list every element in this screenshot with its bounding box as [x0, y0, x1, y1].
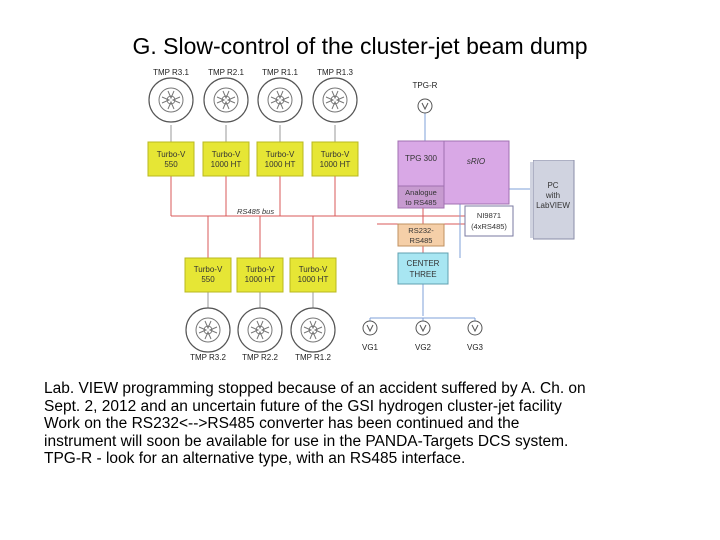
analogue-box — [397, 185, 445, 209]
pump-icon — [203, 77, 249, 123]
bottom-controllers — [184, 257, 337, 293]
slide-title: G. Slow-control of the cluster-jet beam … — [132, 33, 588, 59]
body-line: TPG-R - look for an alternative type, wi… — [44, 450, 466, 467]
analogue-label: Analogue — [405, 188, 437, 197]
controller-label: Turbo-V — [157, 150, 186, 159]
pc-label: LabVIEW — [536, 201, 570, 210]
ni9871-label: (4xRS485) — [471, 222, 507, 231]
pump-label: TMP R1.3 — [317, 68, 353, 77]
controller-box — [311, 141, 359, 177]
controller-box — [202, 141, 250, 177]
controller-box — [236, 257, 284, 293]
center-three-label: CENTER — [407, 259, 440, 268]
rs232-label: RS485 — [410, 236, 433, 245]
controller-label: 1000 HT — [211, 160, 242, 169]
pc-box-edge — [530, 162, 534, 238]
controller-label: Turbo-V — [299, 265, 328, 274]
controller-label: 1000 HT — [265, 160, 296, 169]
controller-label: 1000 HT — [320, 160, 351, 169]
gauge-label: VG3 — [467, 343, 484, 352]
pump-label: TMP R3.1 — [153, 68, 189, 77]
pump-icon — [237, 307, 283, 353]
controller-label: 550 — [201, 275, 215, 284]
analogue-label: to RS485 — [405, 198, 436, 207]
body-line: Lab. VIEW programming stopped because of… — [44, 380, 586, 397]
controller-label: Turbo-V — [246, 265, 275, 274]
pump-label: TMP R2.1 — [208, 68, 244, 77]
pump-icon — [148, 77, 194, 123]
body-line: Sept. 2, 2012 and an uncertain future of… — [44, 397, 562, 415]
pump-label: TMP R1.2 — [295, 353, 331, 362]
pump-label: TMP R2.2 — [242, 353, 278, 362]
gauge-icon — [467, 320, 483, 336]
controller-box — [256, 141, 304, 177]
tpg-r-label: TPG-R — [413, 81, 438, 90]
controller-label: 1000 HT — [245, 275, 276, 284]
pc-label: PC — [547, 181, 558, 190]
pump-icon — [257, 77, 303, 123]
rs232-box — [397, 223, 445, 247]
tpg300-label: TPG 300 — [405, 154, 438, 163]
controller-label: 1000 HT — [298, 275, 329, 284]
pump-icon — [312, 77, 358, 123]
ni9871-box — [464, 205, 514, 237]
tpg300-box — [397, 140, 445, 187]
gauge-icon — [415, 320, 431, 336]
gauge-label: VG1 — [362, 343, 379, 352]
center-three-label: THREE — [409, 270, 436, 279]
gauge-label: VG2 — [415, 343, 432, 352]
pc-labview-box: PC with LabVIEW — [533, 160, 575, 240]
gauge-icon — [417, 98, 433, 114]
pump-connectors — [170, 125, 336, 310]
pc-label: with — [545, 191, 560, 200]
body-line: instrument will soon be available for us… — [44, 432, 569, 450]
controller-box — [289, 257, 337, 293]
controller-label: Turbo-V — [321, 150, 350, 159]
pump-label: TMP R1.1 — [262, 68, 298, 77]
ni9871-label: NI9871 — [477, 211, 501, 220]
pump-icon — [290, 307, 336, 353]
controller-label: Turbo-V — [194, 265, 223, 274]
rs232-label: RS232- — [408, 226, 434, 235]
bus-label: RS485 bus — [237, 207, 274, 216]
controller-label: Turbo-V — [266, 150, 295, 159]
top-pumps — [148, 77, 358, 123]
body-line: Work on the RS232<-->RS485 converter has… — [44, 415, 520, 432]
controller-label: Turbo-V — [212, 150, 241, 159]
top-controllers — [147, 141, 359, 177]
srio-label: sRIO — [467, 157, 485, 166]
controller-box — [147, 141, 195, 177]
controller-box — [184, 257, 232, 293]
pump-icon — [185, 307, 231, 353]
srio-box — [443, 140, 510, 205]
center-three-box — [397, 252, 449, 285]
pump-label: TMP R3.2 — [190, 353, 226, 362]
controller-label: 550 — [164, 160, 178, 169]
bottom-pumps — [185, 307, 336, 353]
body-text: Lab. VIEW programming stopped because of… — [44, 380, 694, 468]
beam-dump-diagram: TMP R3.1 TMP R2.1 TMP R1.1 TMP R1.3 Turb… — [145, 66, 534, 376]
gauge-icon — [362, 320, 378, 336]
